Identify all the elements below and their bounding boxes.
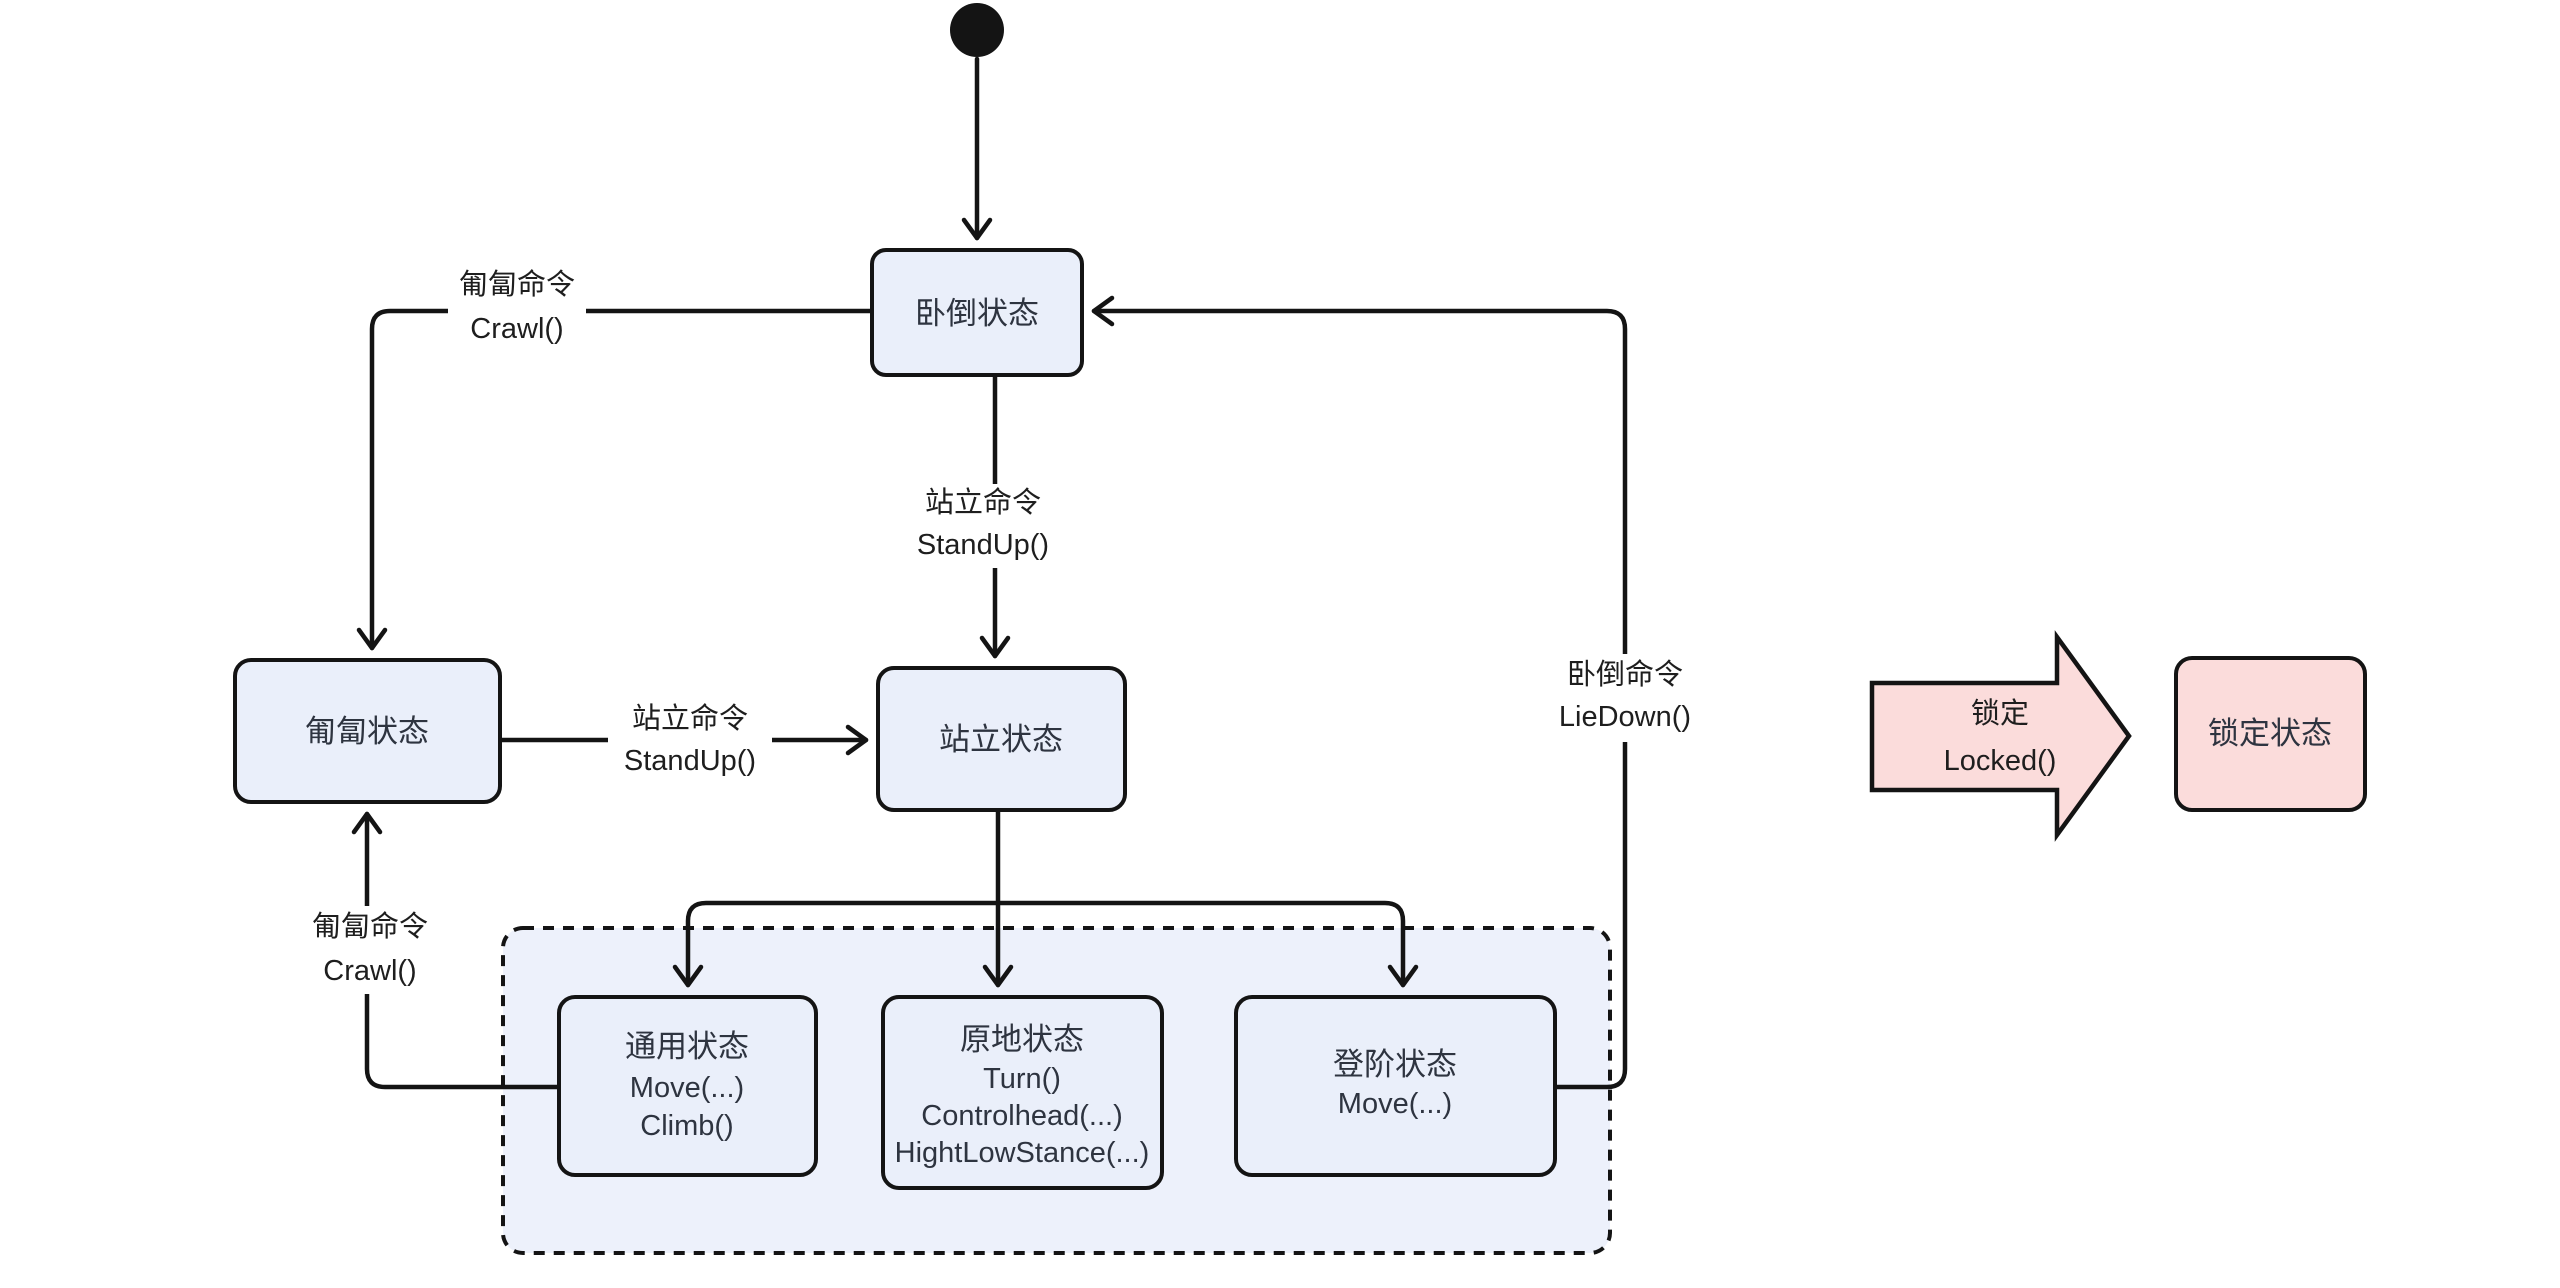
label-bg xyxy=(903,484,1063,568)
label-bg xyxy=(290,906,450,994)
state-common-title: 通用状态 xyxy=(625,1029,749,1064)
state-in-place-method: Controlhead(...) xyxy=(921,1100,1123,1132)
edge-label-liedown-right: 卧倒命令 xyxy=(1567,658,1683,691)
locked-transition-arrow-icon xyxy=(1869,630,2132,842)
edge-stand-to-common xyxy=(672,900,1001,988)
state-crawl-label: 匍匐状态 xyxy=(305,714,429,749)
state-lie-down xyxy=(870,248,1084,377)
edge-label-locked: 锁定 xyxy=(1971,697,2029,730)
state-common xyxy=(557,995,818,1177)
edge-label-crawl-bottom-fn: Crawl() xyxy=(323,955,416,987)
state-in-place xyxy=(881,995,1164,1190)
label-bg xyxy=(608,700,772,784)
edge-liedown-to-crawl xyxy=(356,308,875,651)
edge-label-standup-left-fn: StandUp() xyxy=(624,745,756,777)
edge-label-crawl-top-fn: Crawl() xyxy=(470,313,563,345)
edge-label-locked-fn: Locked() xyxy=(1944,745,2057,777)
state-in-place-method: HightLowStance(...) xyxy=(895,1137,1150,1169)
edge-label-standup-mid-fn: StandUp() xyxy=(917,529,1049,561)
state-in-place-title: 原地状态 xyxy=(960,1022,1084,1057)
edge-common-to-crawl xyxy=(351,811,560,1090)
state-crawl xyxy=(233,658,502,804)
edge-label-standup-left: 站立命令 xyxy=(632,702,748,735)
state-stairs xyxy=(1234,995,1557,1177)
state-in-place-method: Turn() xyxy=(983,1063,1061,1095)
state-common-method: Move(...) xyxy=(630,1072,744,1104)
state-locked xyxy=(2174,656,2367,812)
edge-label-liedown-right-fn: LieDown() xyxy=(1559,701,1691,733)
state-stairs-title: 登阶状态 xyxy=(1333,1047,1457,1082)
state-stairs-method: Move(...) xyxy=(1338,1088,1452,1120)
state-stand xyxy=(876,666,1127,812)
label-bg xyxy=(448,266,586,354)
label-bg xyxy=(1544,654,1706,742)
state-locked-label: 锁定状态 xyxy=(2208,716,2332,751)
edge-label-standup-mid: 站立命令 xyxy=(925,486,1041,519)
state-stand-label: 站立状态 xyxy=(939,722,1063,757)
edge-stand-to-stairs xyxy=(995,900,1419,988)
edge-label-crawl-bottom: 匍匐命令 xyxy=(312,910,428,943)
edge-label-crawl-top: 匍匐命令 xyxy=(459,268,575,301)
initial-state-dot xyxy=(950,3,1004,57)
state-lie-down-label: 卧倒状态 xyxy=(915,296,1039,331)
state-common-method: Climb() xyxy=(640,1110,733,1142)
